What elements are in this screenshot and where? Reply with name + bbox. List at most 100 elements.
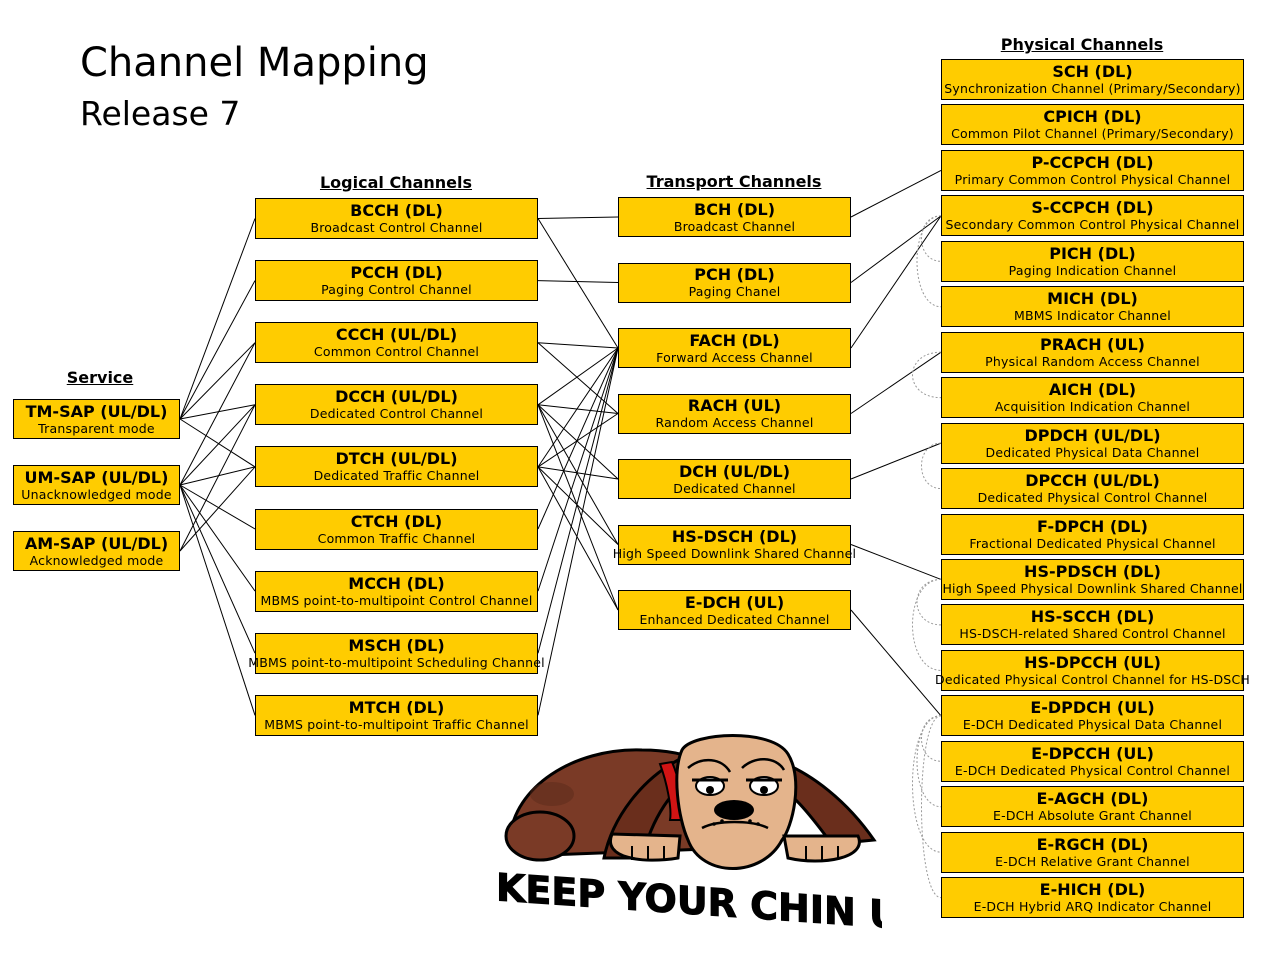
channel-description: Paging Control Channel — [321, 282, 472, 298]
association-edpdch-ergch — [912, 715, 942, 853]
channel-description: High Speed Physical Downlink Shared Chan… — [942, 580, 1243, 596]
channel-description: Forward Access Channel — [656, 349, 813, 365]
logical-box-msch: MSCH (DL)MBMS point-to-multipoint Schedu… — [248, 632, 545, 674]
channel-name: PCH (DL) — [694, 265, 775, 284]
channel-name: PCCH (DL) — [350, 263, 443, 283]
link-ccch-rach — [537, 342, 619, 414]
channel-name: E-DPCCH (UL) — [1031, 743, 1154, 763]
service-column-header: Service — [66, 368, 134, 387]
channel-name: P-CCPCH (DL) — [1031, 152, 1154, 172]
link-rach-prach — [850, 351, 942, 414]
physical-box-edpcch: E-DPCCH (UL)E-DCH Dedicated Physical Con… — [941, 740, 1244, 782]
link-dcch-edch — [537, 404, 619, 611]
link-bch-pccpch — [850, 169, 942, 218]
link-pch-sccpch — [850, 215, 942, 283]
channel-name: PICH (DL) — [1049, 243, 1136, 263]
association-prach-aich — [912, 351, 942, 399]
channel-name: CPICH (DL) — [1043, 107, 1142, 127]
channel-name: DCCH (UL/DL) — [335, 387, 458, 407]
channel-description: Synchronization Channel (Primary/Seconda… — [944, 81, 1241, 96]
channel-description: Fractional Dedicated Physical Channel — [969, 535, 1216, 551]
link-dtch-dch — [537, 466, 619, 480]
mascot-caption: KEEP YOUR CHIN UP — [496, 865, 882, 939]
link-dtch-hsdsch — [537, 466, 619, 545]
channel-description: MBMS Indicator Channel — [1014, 308, 1171, 324]
service-box-um: UM-SAP (UL/DL)Unacknowledged mode — [13, 465, 180, 505]
channel-description: Paging Indication Channel — [1008, 262, 1177, 278]
channel-description: Common Traffic Channel — [317, 530, 476, 546]
physical-box-prach: PRACH (UL)Physical Random Access Channel — [941, 331, 1244, 373]
transport-box-pch: PCH (DL)Paging Chanel — [618, 262, 851, 303]
channel-description: Acknowledged mode — [29, 552, 164, 568]
link-dtch-rach — [537, 413, 619, 468]
page-subtitle: Release 7 — [80, 94, 241, 133]
link-ctch-fach — [537, 347, 619, 530]
channel-name: RACH (UL) — [687, 396, 782, 415]
link-bcch-fach — [537, 218, 619, 349]
channel-description: Broadcast Channel — [673, 218, 796, 234]
link-bcch-bch — [537, 216, 619, 219]
channel-description: Physical Random Access Channel — [985, 353, 1200, 369]
link-fach-sccpch — [850, 215, 942, 349]
transport-column-header: Transport Channels — [646, 172, 822, 191]
channel-name: HS-DPCCH (UL) — [1024, 652, 1161, 672]
page-title: Channel Mapping — [80, 40, 429, 86]
channel-description: E-DCH Absolute Grant Channel — [993, 808, 1192, 824]
channel-name: AICH (DL) — [1048, 380, 1137, 400]
channel-description: Acquisition Indication Channel — [994, 399, 1191, 415]
channel-description: HS-DSCH-related Shared Control Channel — [959, 626, 1226, 642]
physical-column-header: Physical Channels — [1000, 35, 1164, 54]
logical-box-mcch: MCCH (DL)MBMS point-to-multipoint Contro… — [255, 570, 538, 612]
channel-description: E-DCH Dedicated Physical Data Channel — [962, 717, 1223, 733]
transport-box-rach: RACH (UL)Random Access Channel — [618, 393, 851, 434]
link-ccch-fach — [537, 342, 619, 349]
channel-name: E-RGCH (DL) — [1036, 834, 1149, 854]
channel-description: MBMS point-to-multipoint Scheduling Chan… — [248, 654, 545, 670]
channel-description: High Speed Downlink Shared Channel — [612, 546, 857, 561]
transport-box-hsdsch: HS-DSCH (DL)High Speed Downlink Shared C… — [613, 524, 856, 565]
logical-box-dcch: DCCH (UL/DL)Dedicated Control Channel — [255, 384, 538, 426]
association-dpdch-dpcch — [921, 442, 942, 490]
channel-description: Paging Chanel — [688, 284, 781, 299]
channel-name: E-DPDCH (UL) — [1030, 698, 1155, 718]
channel-name: CCCH (UL/DL) — [335, 325, 458, 345]
link-dtch-fach — [537, 347, 619, 468]
sad-dog-illustration: KEEP YOUR CHIN UP — [496, 734, 882, 940]
channel-name: MICH (DL) — [1047, 289, 1138, 309]
physical-box-ehich: E-HICH (DL)E-DCH Hybrid ARQ Indicator Ch… — [941, 877, 1244, 919]
logical-box-ctch: CTCH (DL)Common Traffic Channel — [255, 508, 538, 550]
link-tm-dcch — [179, 404, 256, 420]
link-msch-fach — [537, 347, 619, 654]
channel-description: Enhanced Dedicated Channel — [639, 611, 830, 627]
channel-name: MTCH (DL) — [348, 697, 445, 717]
dog-paws — [608, 832, 861, 863]
channel-description: Dedicated Channel — [673, 480, 796, 496]
link-um-dcch — [179, 404, 256, 486]
channel-description: Random Access Channel — [655, 415, 814, 430]
link-um-msch — [179, 484, 256, 654]
channel-description: Primary Common Control Physical Channel — [954, 171, 1231, 187]
channel-name: MSCH (DL) — [348, 635, 445, 655]
link-um-ccch — [179, 342, 256, 486]
channel-description: E-DCH Hybrid ARQ Indicator Channel — [973, 899, 1212, 915]
channel-name: DPDCH (UL/DL) — [1024, 425, 1161, 445]
logical-box-bcch: BCCH (DL)Broadcast Control Channel — [255, 198, 538, 239]
channel-description: E-DCH Relative Grant Channel — [995, 853, 1190, 869]
channel-description: Common Control Channel — [313, 344, 480, 360]
link-tm-bcch — [179, 218, 256, 420]
physical-box-dpdch: DPDCH (UL/DL)Dedicated Physical Data Cha… — [941, 422, 1244, 464]
link-dcch-hsdsch — [537, 404, 619, 545]
channel-description: MBMS point-to-multipoint Control Channel — [260, 592, 533, 608]
dog-head — [675, 734, 798, 870]
link-dcch-rach — [537, 404, 619, 414]
physical-box-aich: AICH (DL)Acquisition Indication Channel — [941, 377, 1244, 419]
channel-description: Dedicated Physical Control Channel — [977, 490, 1208, 506]
channel-description: Dedicated Control Channel — [309, 406, 484, 422]
transport-box-fach: FACH (DL)Forward Access Channel — [618, 328, 851, 368]
physical-box-mich: MICH (DL)MBMS Indicator Channel — [941, 286, 1244, 328]
channel-name: CTCH (DL) — [350, 511, 443, 531]
physical-box-hspdsch: HS-PDSCH (DL)High Speed Physical Downlin… — [941, 558, 1244, 600]
physical-box-edpdch: E-DPDCH (UL)E-DCH Dedicated Physical Dat… — [941, 695, 1244, 737]
channel-name: BCCH (DL) — [350, 201, 443, 220]
